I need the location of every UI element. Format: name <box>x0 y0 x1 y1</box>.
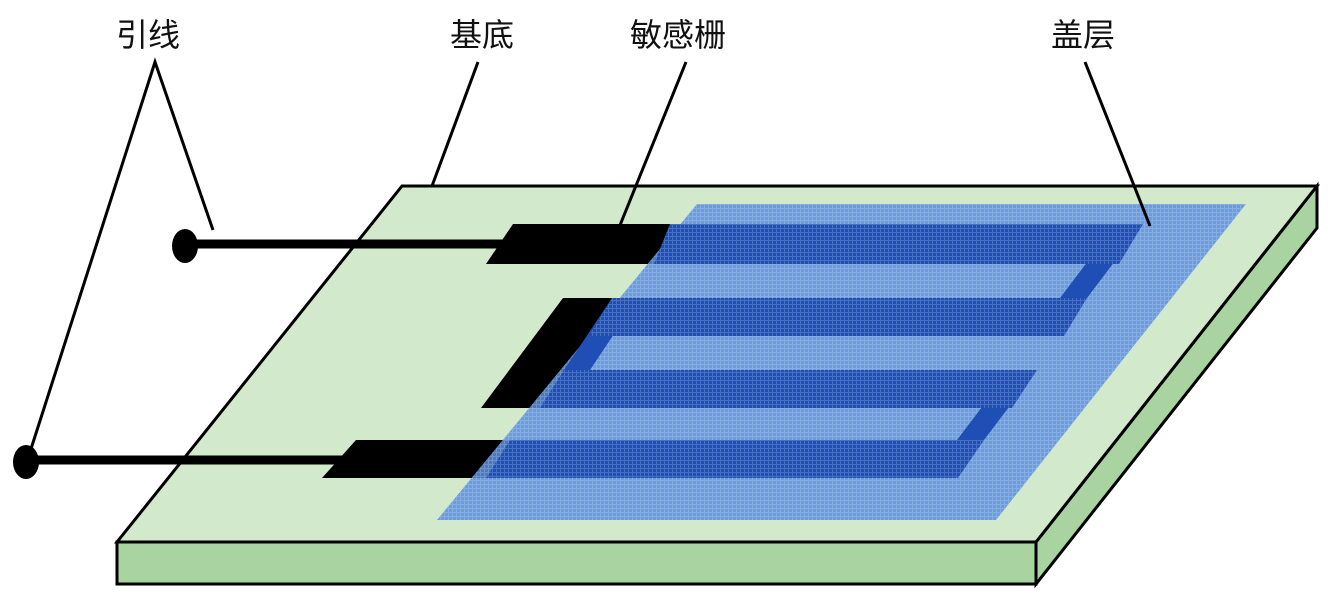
lead-wires <box>13 229 512 479</box>
label-substrate: 基底 <box>450 16 514 54</box>
grid-terminals <box>322 224 690 478</box>
label-cover-layer: 盖层 <box>1051 16 1115 54</box>
substrate-front-face <box>115 540 1038 586</box>
terminal-pad-top <box>486 224 690 264</box>
lead-end-top <box>172 229 198 263</box>
grid-end-loop-left <box>481 298 630 408</box>
leader-lines <box>28 57 1152 453</box>
leader-lead-wire <box>28 57 215 453</box>
label-lead-wire: 引线 <box>116 16 180 54</box>
leader-substrate <box>430 61 480 187</box>
terminal-pad-bottom <box>322 440 510 478</box>
leader-cover-layer <box>1083 61 1152 227</box>
label-sensitive-grid: 敏感栅 <box>630 16 726 54</box>
sensitive-grid-mesh <box>486 224 1143 478</box>
leader-sensitive-grid <box>608 61 688 251</box>
lead-end-bottom <box>13 445 39 479</box>
